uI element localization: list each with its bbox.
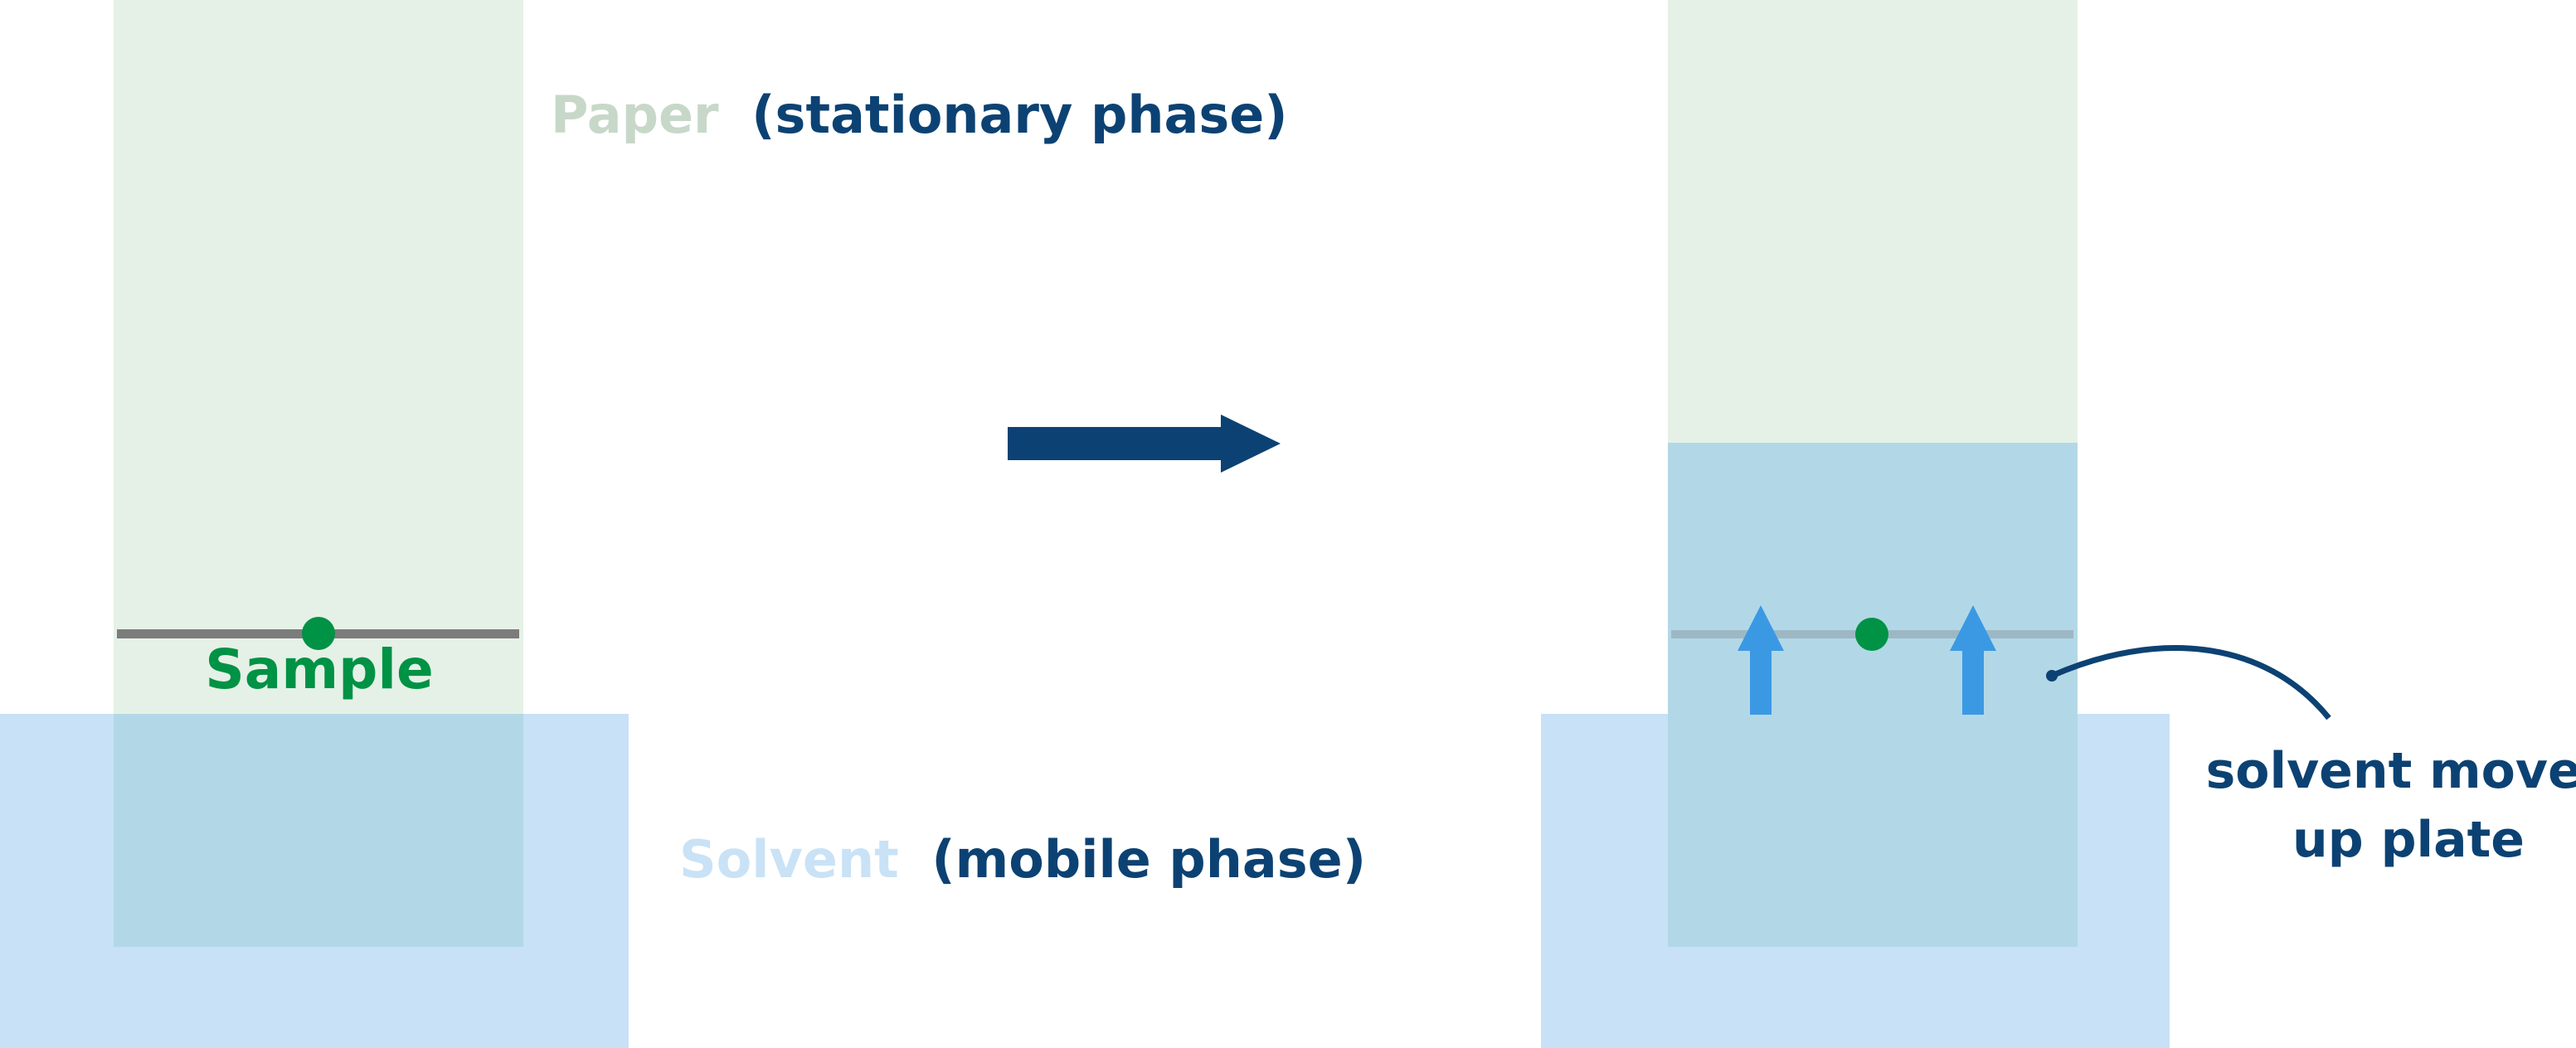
solvent-label-word: Solvent	[679, 829, 899, 890]
paper-label-phase: (stationary phase)	[751, 85, 1287, 145]
up-arrow-icon	[1738, 605, 1784, 715]
solvent-front-area	[1668, 443, 2078, 947]
leader-line	[2050, 645, 2331, 720]
after-panel	[1541, 0, 2170, 1048]
annotation-line-2: up plate	[2292, 811, 2525, 869]
sample-label: Sample	[205, 638, 433, 701]
solvent-label-phase: (mobile phase)	[931, 829, 1366, 890]
right-arrow-icon	[1008, 415, 1281, 473]
paper-label-word: Paper	[551, 85, 719, 145]
solvent-label: Solvent (mobile phase)	[679, 829, 1366, 890]
sample-dot	[302, 617, 335, 650]
before-panel: Sample	[0, 0, 629, 1048]
annotation-line-1: solvent moves	[2206, 742, 2576, 800]
up-arrow-icon	[1950, 605, 1996, 715]
sample-dot-after	[1855, 618, 1888, 651]
paper-in-solvent	[114, 714, 523, 947]
paper-label: Paper (stationary phase)	[551, 85, 1288, 145]
